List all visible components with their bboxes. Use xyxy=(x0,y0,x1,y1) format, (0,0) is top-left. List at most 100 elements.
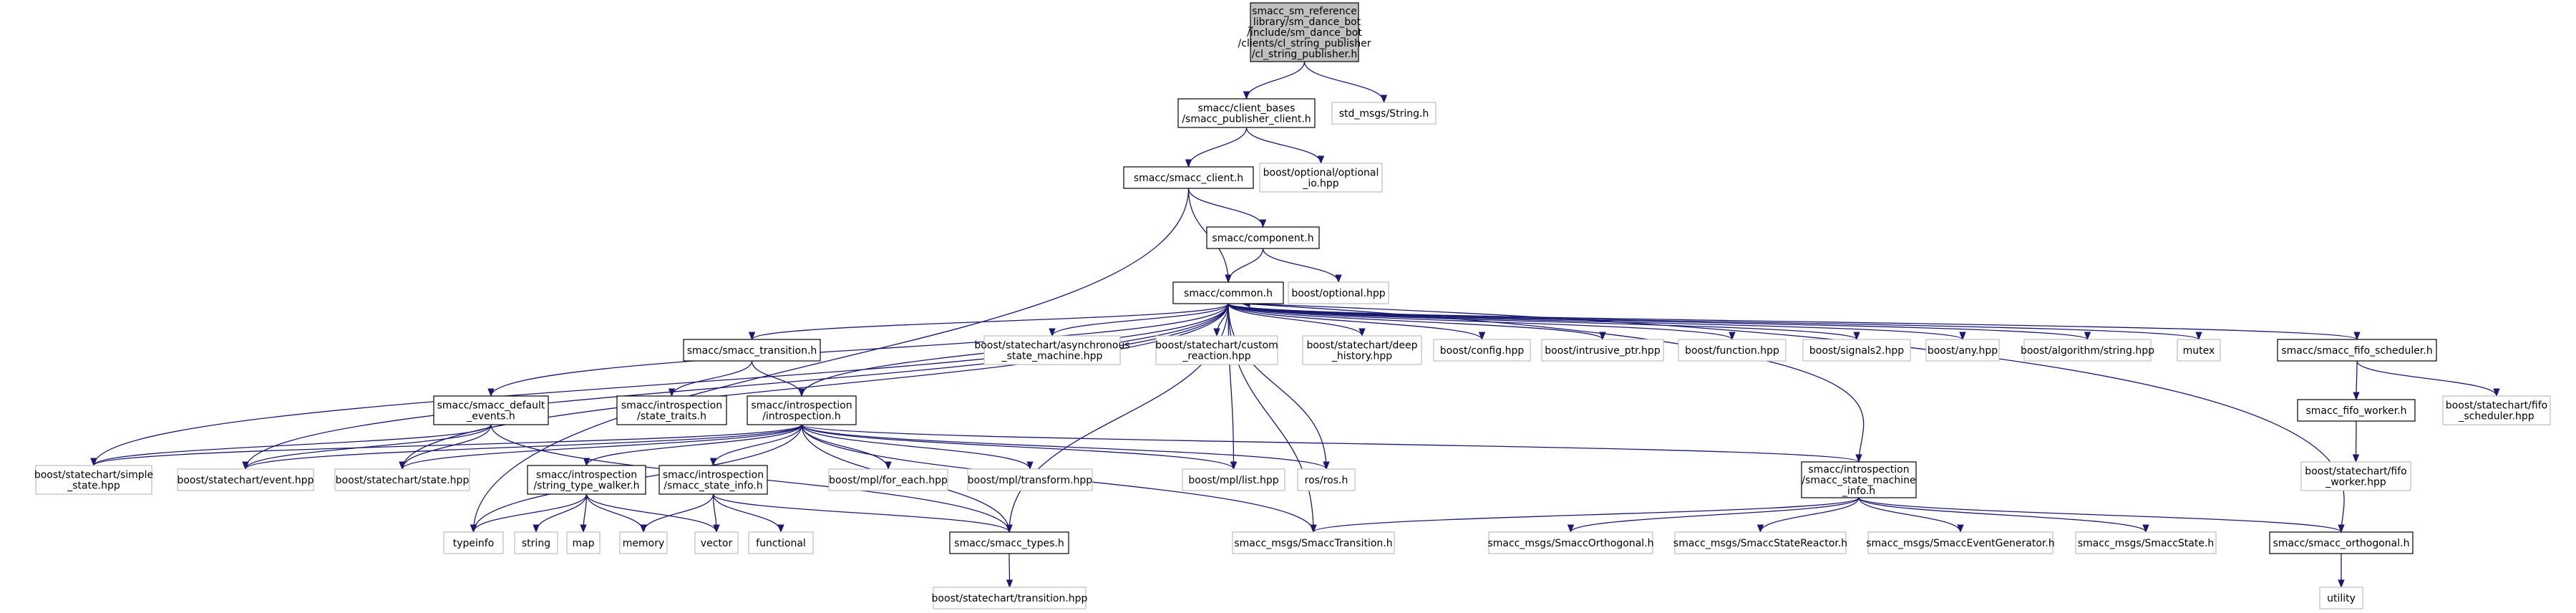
node-box xyxy=(683,339,821,362)
node-box xyxy=(2023,339,2152,362)
node-transition[interactable]: smacc/smacc_transition.h xyxy=(683,339,821,362)
node-label-line: map xyxy=(572,538,594,549)
node-label-line: /smacc_state_info.h xyxy=(664,481,762,492)
edge-common-to-deephist xyxy=(1228,303,1366,337)
node-label-line: boost/mpl/transform.hpp xyxy=(968,475,1092,486)
edge-root-to-stdstring xyxy=(1303,61,1388,104)
node-box xyxy=(2269,531,2414,554)
node-schedhpp: boost/statechart/fifo_scheduler.hpp xyxy=(2442,395,2551,425)
node-mutex: mutex xyxy=(2177,339,2221,362)
node-label-line: /smacc_publisher_client.h xyxy=(1182,114,1311,125)
edge-types-to-sctransition xyxy=(1006,553,1014,589)
edge-introspection-to-stateinfo xyxy=(709,424,802,467)
node-label-line: std_msgs/String.h xyxy=(1339,108,1429,120)
node-box xyxy=(177,468,314,491)
node-label-line: boost/intrusive_ptr.hpp xyxy=(1545,345,1661,357)
node-box xyxy=(1801,461,1917,498)
node-customreac: boost/statechart/custom_reaction.hpp xyxy=(1155,335,1278,365)
edge-introspection-to-smaccinfo xyxy=(801,424,1862,463)
edge-smaccclient-to-component xyxy=(1187,188,1267,228)
node-box xyxy=(1259,163,1383,193)
node-pubclient[interactable]: smacc/client_bases/smacc_publisher_clien… xyxy=(1177,98,1316,128)
node-box xyxy=(1297,468,1356,491)
node-box xyxy=(694,531,739,554)
node-statetraits[interactable]: smacc/introspection/state_traits.h xyxy=(616,395,727,425)
node-fifosched[interactable]: smacc/smacc_fifo_scheduler.h xyxy=(2277,339,2437,362)
node-simplestate: boost/statechart/simple_state.hpp xyxy=(34,465,153,495)
edge-common-to-ros xyxy=(1228,303,1330,470)
node-box xyxy=(334,468,470,491)
node-orthogonal[interactable]: smacc/smacc_orthogonal.h xyxy=(2269,531,2414,554)
node-box xyxy=(1288,281,1389,304)
node-label-line: boost/statechart/deep xyxy=(1306,340,1417,352)
node-component[interactable]: smacc/component.h xyxy=(1206,226,1320,249)
edge-transition-to-statetraits xyxy=(668,360,753,397)
edge-fifosched-to-schedhpp xyxy=(2356,360,2500,397)
edge-smaccinfo-to-smorth xyxy=(1567,497,1860,534)
edges-layer xyxy=(90,61,2500,589)
edge-smaccclient-to-typeinfo xyxy=(470,188,1190,534)
node-label-line: smacc/smacc_default xyxy=(437,400,545,412)
node-box xyxy=(1867,531,2053,554)
edge-introspection-to-ros xyxy=(801,424,1330,470)
node-label-line: smacc_msgs/SmaccState.h xyxy=(2078,538,2215,549)
node-stateinfo[interactable]: smacc/introspection/smacc_state_info.h xyxy=(658,465,768,495)
node-optio: boost/optional/optional_io.hpp xyxy=(1259,163,1383,193)
node-types[interactable]: smacc/smacc_types.h xyxy=(949,531,1069,554)
edge-walker-to-vector xyxy=(585,493,720,534)
node-fifoworker[interactable]: smacc_fifo_worker.h xyxy=(2297,399,2416,422)
edge-common-to-state xyxy=(399,303,1229,470)
node-box xyxy=(2297,399,2416,422)
node-box xyxy=(1802,339,1911,362)
node-label-line: utility xyxy=(2327,593,2356,604)
node-box xyxy=(983,335,1121,365)
node-label-line: _events.h xyxy=(466,411,515,423)
edge-common-to-any xyxy=(1228,303,1966,341)
node-smaccclient[interactable]: smacc/smacc_client.h xyxy=(1123,166,1254,189)
node-label-line: smacc/introspection xyxy=(751,400,852,412)
node-smtransition: smacc_msgs/SmaccTransition.h xyxy=(1232,531,1395,554)
node-label-line: string xyxy=(522,538,550,549)
node-list: boost/mpl/list.hpp xyxy=(1182,468,1285,491)
node-label-line: smacc_msgs/SmaccTransition.h xyxy=(1234,538,1392,549)
edge-pubclient-to-optio xyxy=(1245,127,1325,165)
edge-component-to-common xyxy=(1225,248,1264,284)
edge-stateinfo-to-memory xyxy=(640,493,714,534)
node-label-line: smacc/smacc_transition.h xyxy=(687,345,817,357)
node-box xyxy=(2300,461,2411,491)
node-label-line: memory xyxy=(623,538,665,549)
node-functional: functional xyxy=(748,531,814,554)
node-label-line: boost/config.hpp xyxy=(1440,345,1525,357)
edge-smaccinfo-to-common xyxy=(1241,300,1865,463)
node-smaccinfo[interactable]: smacc/introspection/smacc_state_machine_… xyxy=(1801,461,1917,498)
node-root[interactable]: smacc_sm_reference_library/sm_dance_bot/… xyxy=(1238,2,1371,62)
node-label-line: smacc/smacc_orthogonal.h xyxy=(2273,538,2410,549)
node-box xyxy=(1182,468,1285,491)
node-introspection[interactable]: smacc/introspection/introspection.h xyxy=(747,395,857,425)
node-box xyxy=(2177,339,2221,362)
node-smstate: smacc_msgs/SmaccState.h xyxy=(2075,531,2217,554)
edge-smaccinfo-to-orthogonal xyxy=(1858,497,2345,534)
node-stdstring: std_msgs/String.h xyxy=(1331,102,1437,125)
edge-pubclient-to-smaccclient xyxy=(1185,127,1248,168)
node-box xyxy=(566,531,601,554)
edge-smaccinfo-to-smtransition xyxy=(1310,497,1860,534)
node-label-line: boost/statechart/custom xyxy=(1155,340,1278,352)
node-walker[interactable]: smacc/introspection/string_type_walker.h xyxy=(527,465,646,495)
node-label-line: vector xyxy=(701,538,733,549)
node-optional: boost/optional.hpp xyxy=(1288,281,1389,304)
edge-defevents-to-event xyxy=(242,424,492,470)
node-label-line: smacc/smacc_client.h xyxy=(1134,173,1243,184)
node-defevents[interactable]: smacc/smacc_default_events.h xyxy=(433,395,549,425)
node-box xyxy=(1155,335,1278,365)
node-algstring: boost/algorithm/string.hpp xyxy=(2021,339,2154,362)
node-label-line: boost/statechart/simple xyxy=(34,470,153,481)
node-label-line: boost/mpl/for_each.hpp xyxy=(829,475,948,486)
node-common[interactable]: smacc/common.h xyxy=(1172,281,1284,304)
node-utility: utility xyxy=(2319,587,2363,609)
node-label-line: _info.h xyxy=(1842,486,1875,497)
edge-fifosched-to-fifoworker xyxy=(2353,360,2360,401)
node-label-line: smacc/common.h xyxy=(1184,288,1273,299)
node-label-line: smacc_sm_reference xyxy=(1252,6,1357,17)
node-box xyxy=(949,531,1069,554)
